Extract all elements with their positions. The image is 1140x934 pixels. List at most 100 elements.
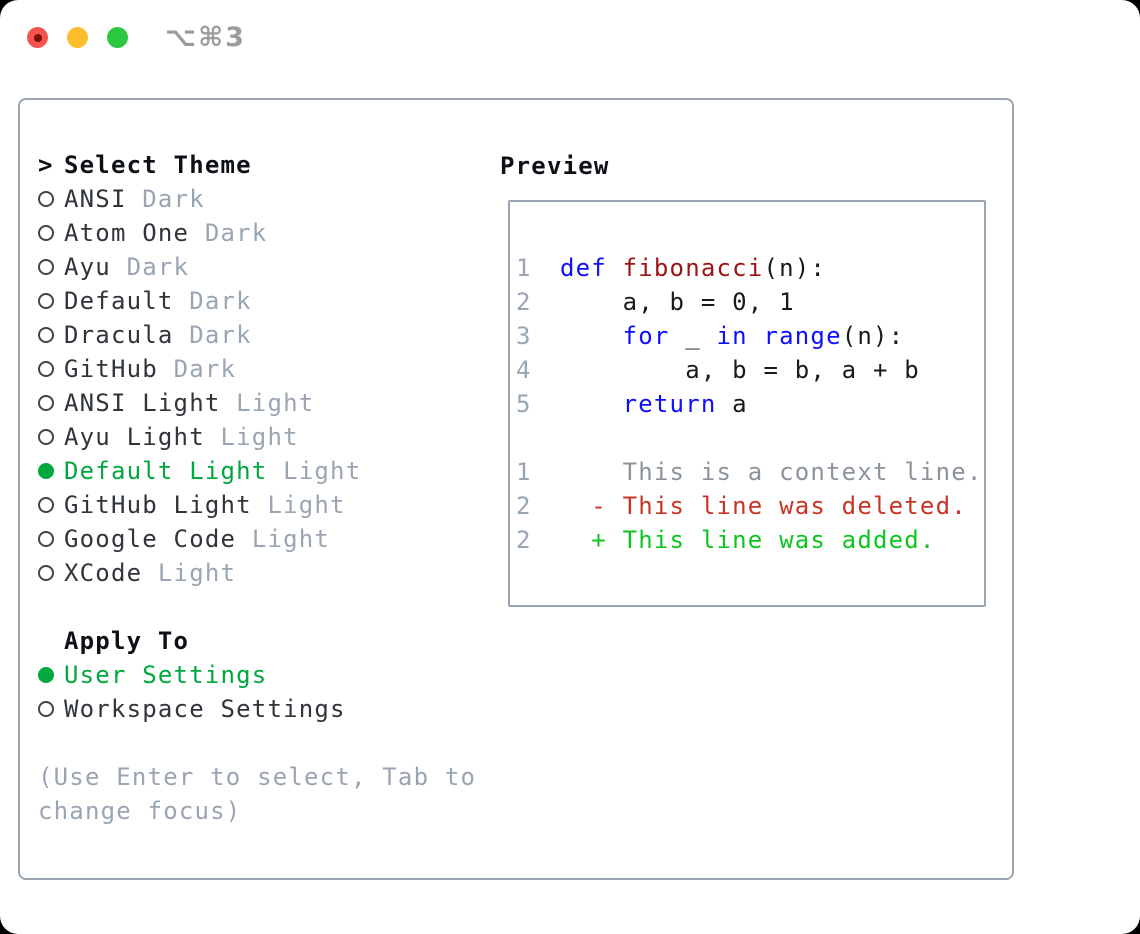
preview-title: Preview: [500, 152, 610, 180]
code-line: 5 return a: [516, 387, 984, 421]
line-number: 2: [516, 288, 532, 316]
apply-to-title: Apply To: [64, 627, 190, 655]
theme-variant: Light: [220, 423, 299, 451]
theme-item-ansi-dark[interactable]: ANSI Dark: [38, 182, 476, 216]
theme-name: ANSI Light: [64, 389, 221, 417]
spacer: [38, 726, 476, 760]
theme-variant: Light: [251, 525, 331, 553]
line-number: 5: [516, 390, 532, 418]
theme-item-atom-one-dark[interactable]: Atom One Dark: [38, 216, 476, 250]
radio-icon: [38, 429, 54, 445]
code-token: return: [622, 390, 717, 418]
theme-variant: Dark: [189, 321, 252, 349]
theme-name: GitHub: [64, 355, 158, 383]
minimize-window-button[interactable]: [67, 27, 88, 48]
code-token: in: [716, 322, 748, 350]
diff-text: - This line was deleted.: [560, 492, 967, 520]
diff-added-line: 2 + This line was added.: [516, 523, 984, 557]
theme-name: Google Code: [64, 525, 237, 553]
theme-variant: Dark: [189, 287, 252, 315]
theme-variant: Light: [283, 457, 362, 485]
zoom-window-button[interactable]: [107, 27, 128, 48]
radio-icon: [38, 327, 54, 343]
window-shortcut-label: ⌥⌘3: [165, 22, 246, 53]
radio-selected-icon: [38, 463, 54, 479]
code-line: 3 for _ in range(n):: [516, 319, 984, 353]
code-token: range: [763, 322, 842, 350]
theme-name: GitHub Light: [64, 491, 252, 519]
code-line: 2 a, b = 0, 1: [516, 285, 984, 319]
code-token: (n):: [841, 322, 905, 350]
apply-to-user-settings[interactable]: User Settings: [38, 658, 476, 692]
theme-item-github-dark[interactable]: GitHub Dark: [38, 352, 476, 386]
radio-icon: [38, 565, 54, 581]
theme-item-dracula-dark[interactable]: Dracula Dark: [38, 318, 476, 352]
radio-icon: [38, 293, 54, 309]
theme-list-header: > Select Theme: [38, 148, 476, 182]
hint-line-2: change focus): [38, 797, 242, 825]
radio-icon: [38, 395, 54, 411]
theme-variant: Light: [236, 389, 315, 417]
radio-icon: [38, 259, 54, 275]
theme-item-default-dark[interactable]: Default Dark: [38, 284, 476, 318]
theme-name: ANSI: [64, 185, 127, 213]
code-token: _: [669, 322, 717, 350]
focus-caret-icon: >: [38, 151, 53, 179]
spacer: [38, 590, 476, 624]
code-token: a, b = 0, 1: [560, 288, 795, 316]
apply-to-workspace-settings[interactable]: Workspace Settings: [38, 692, 476, 726]
theme-name: Dracula: [64, 321, 174, 349]
line-number: 4: [516, 356, 532, 384]
diff-text: + This line was added.: [560, 526, 936, 554]
code-token: (n):: [763, 254, 827, 282]
theme-name: Ayu Light: [64, 423, 205, 451]
theme-variant: Dark: [173, 355, 237, 383]
theme-list-title: Select Theme: [64, 151, 252, 179]
theme-name: Default Light: [64, 457, 268, 485]
line-number: 3: [516, 322, 532, 350]
apply-to-header: Apply To: [38, 624, 476, 658]
radio-icon: [38, 701, 54, 717]
code-token: [560, 322, 623, 350]
radio-selected-icon: [38, 667, 54, 683]
theme-item-google-code-light[interactable]: Google Code Light: [38, 522, 476, 556]
theme-item-github-light[interactable]: GitHub Light Light: [38, 488, 476, 522]
code-token: [748, 322, 764, 350]
code-line: 4 a, b = b, a + b: [516, 353, 984, 387]
theme-variant: Light: [157, 559, 237, 587]
code-token: [560, 390, 623, 418]
option-label: Workspace Settings: [64, 695, 346, 723]
theme-item-xcode-light[interactable]: XCode Light: [38, 556, 476, 590]
theme-name: Atom One: [64, 219, 190, 247]
code-token: a: [716, 390, 748, 418]
theme-item-ayu-dark[interactable]: Ayu Dark: [38, 250, 476, 284]
radio-icon: [38, 225, 54, 241]
radio-icon: [38, 361, 54, 377]
diff-deleted-line: 2 - This line was deleted.: [516, 489, 984, 523]
code-token: a, b = b, a + b: [560, 356, 920, 384]
radio-icon: [38, 191, 54, 207]
theme-variant: Dark: [204, 219, 268, 247]
theme-variant: Dark: [142, 185, 205, 213]
theme-variant: Dark: [126, 253, 190, 281]
diff-context-line: 1 This is a context line.: [516, 455, 984, 489]
line-number: 1: [516, 458, 532, 486]
line-number: 2: [516, 526, 532, 554]
line-number: 2: [516, 492, 532, 520]
blank-line: [516, 421, 984, 455]
close-window-button[interactable]: [27, 27, 48, 48]
theme-item-ayu-light[interactable]: Ayu Light Light: [38, 420, 476, 454]
theme-item-default-light[interactable]: Default Light Light: [38, 454, 476, 488]
code-token: for: [622, 322, 670, 350]
theme-list: > Select Theme ANSI Dark Atom One Dark A…: [38, 148, 476, 828]
radio-icon: [38, 497, 54, 513]
theme-variant: Light: [267, 491, 346, 519]
theme-item-ansi-light[interactable]: ANSI Light Light: [38, 386, 476, 420]
line-number: 1: [516, 254, 532, 282]
theme-name: Default: [64, 287, 174, 315]
radio-icon: [38, 531, 54, 547]
hint-line-1: (Use Enter to select, Tab to: [38, 763, 477, 791]
